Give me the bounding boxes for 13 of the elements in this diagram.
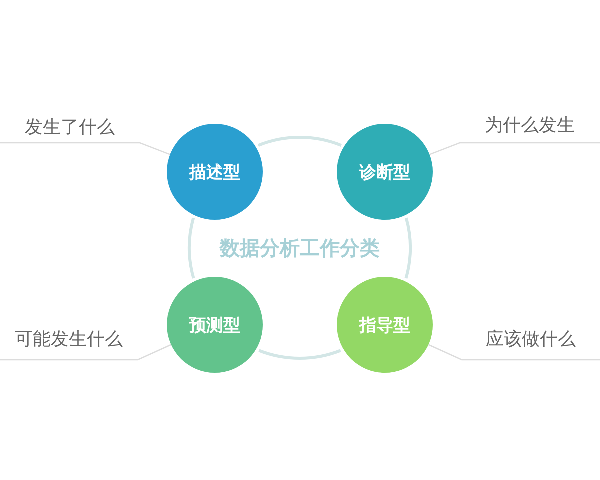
leader-line (428, 344, 600, 361)
leader-line (0, 344, 172, 361)
type-label: 诊断型 (360, 162, 410, 184)
question-text: 为什么发生 (485, 114, 575, 137)
question-text: 发生了什么 (25, 116, 115, 139)
leader-line (0, 142, 170, 156)
center-title: 数据分析工作分类 (220, 234, 380, 262)
type-label: 描述型 (190, 162, 240, 184)
leader-line (430, 142, 600, 156)
type-label: 预测型 (190, 314, 240, 336)
question-text: 应该做什么 (486, 328, 576, 351)
type-label: 指导型 (360, 314, 410, 336)
question-text: 可能发生什么 (15, 328, 123, 351)
